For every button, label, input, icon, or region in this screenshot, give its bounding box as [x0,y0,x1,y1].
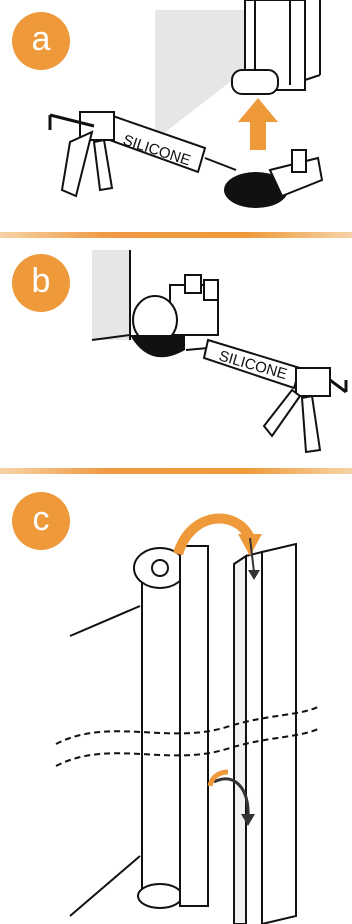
bottom-plate [224,172,288,208]
step-a-panel: a SILICONE [0,0,352,230]
bottom-plate [130,335,185,358]
step-b-panel: b SILICONE [0,240,352,465]
down-arrow-icon [213,777,250,819]
wall-panel [92,250,130,340]
silicone-gun-b: SILICONE [185,338,348,454]
divider-2 [0,468,352,474]
cover-profile [233,554,247,924]
step-b-illustration: SILICONE [91,250,348,454]
step-a-illustration: SILICONE [48,0,324,208]
step-c-badge: c [12,492,70,550]
silicone-gun-a: SILICONE [48,111,237,198]
roller-cap-bottom [137,883,183,909]
up-arrow-icon [238,98,278,150]
step-c-panel: c [0,476,352,924]
down-arrow-icon [249,537,255,573]
divider-1 [0,232,352,238]
break-line [55,727,321,767]
wall-panel [155,10,245,140]
step-b-badge: b [12,254,70,312]
roller-tube [141,575,181,897]
hinge-pin [231,69,279,95]
step-c-illustration [55,513,321,924]
step-a-badge: a [12,12,70,70]
break-line [55,705,321,745]
